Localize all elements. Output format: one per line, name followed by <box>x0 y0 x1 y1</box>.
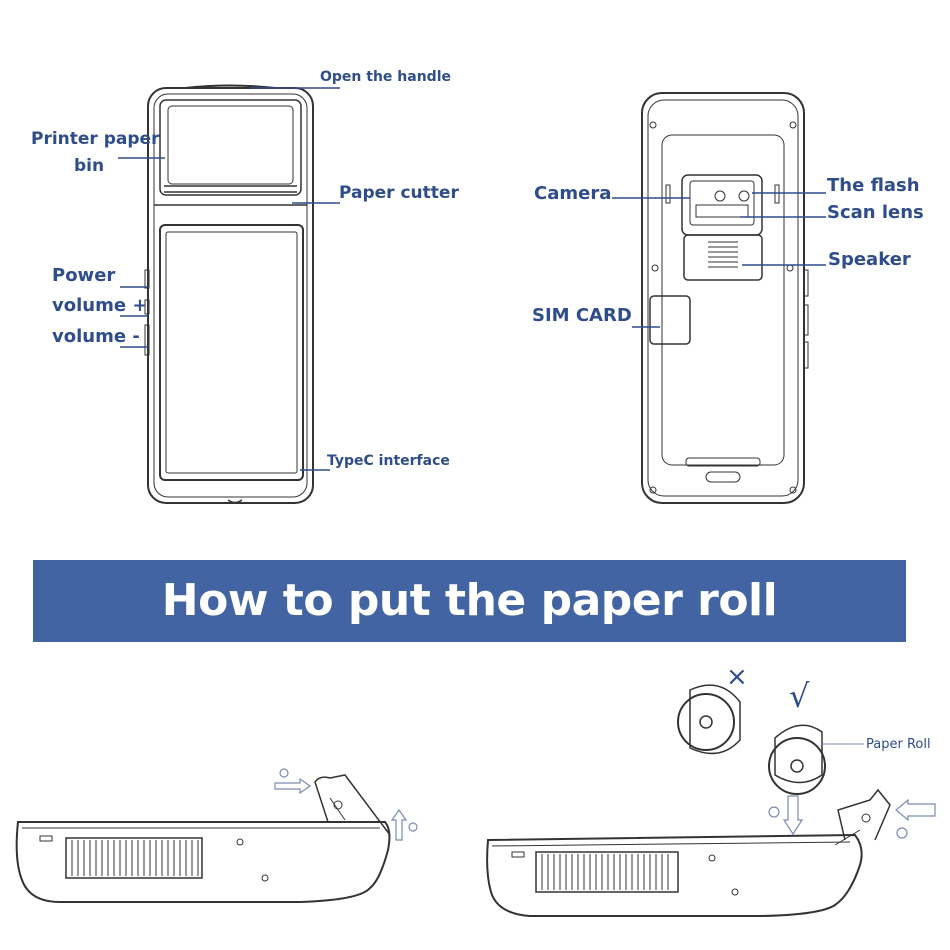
side-view-left <box>15 774 391 903</box>
correct-orientation-mark: √ <box>789 677 810 715</box>
banner-title: How to put the paper roll <box>161 575 778 626</box>
label-paper-roll: Paper Roll <box>866 737 931 752</box>
paper-roll-right <box>768 724 826 795</box>
label-the-flash: The flash <box>827 175 920 196</box>
printer-cover <box>159 99 302 196</box>
step-arrows-right <box>768 795 936 839</box>
label-camera: Camera <box>534 183 612 204</box>
label-sim-card: SIM CARD <box>532 305 632 326</box>
speaker-module <box>683 234 763 281</box>
back-leader-lines <box>612 192 826 328</box>
front-screen <box>159 224 304 481</box>
label-power: Power <box>52 265 116 286</box>
label-paper-cutter: Paper cutter <box>339 183 459 203</box>
label-typec-interface: TypeC interface <box>327 453 450 469</box>
front-leader-lines <box>118 87 340 471</box>
front-body <box>147 87 314 504</box>
power-key <box>144 269 150 289</box>
wrong-orientation-mark: × <box>726 662 748 692</box>
label-printer-bin-line2: bin <box>74 156 105 176</box>
back-body <box>641 92 805 504</box>
section-banner: How to put the paper roll <box>33 560 906 642</box>
label-printer-bin-line1: Printer paper <box>31 129 160 149</box>
sim-card-cover <box>649 295 691 345</box>
front-device <box>144 84 314 504</box>
label-speaker: Speaker <box>828 249 911 270</box>
paper-roll-wrong <box>677 684 741 755</box>
label-volume-up: volume + <box>52 295 148 316</box>
volume-up-key <box>144 299 150 315</box>
label-open-handle: Open the handle <box>320 69 451 85</box>
step-arrows-left <box>274 768 418 841</box>
label-scan-lens: Scan lens <box>827 202 924 223</box>
back-panel <box>661 134 785 466</box>
volume-down-key <box>144 324 150 356</box>
back-device <box>641 92 809 504</box>
paper-cutter-edge <box>164 185 297 193</box>
side-view-right <box>486 788 891 917</box>
label-volume-down: volume - <box>52 326 140 347</box>
